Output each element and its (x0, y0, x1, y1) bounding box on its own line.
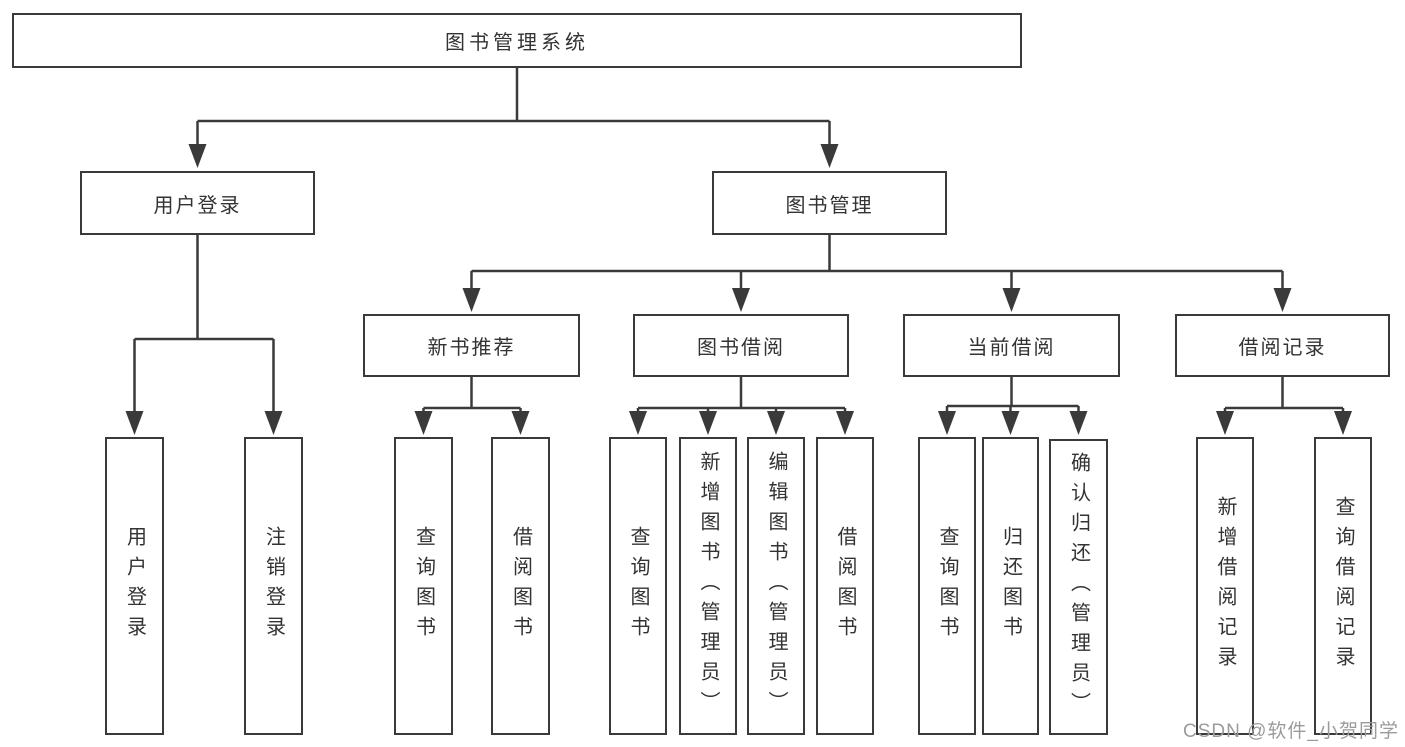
node-label: 图书管理 (785, 194, 874, 217)
connector-bookborrow-to-leaves (629, 377, 854, 435)
node-user-login: 用户登录 (80, 171, 315, 235)
connector-currentborrow-to-leaves (938, 377, 1088, 435)
node-label: 图书借阅 (697, 337, 785, 359)
leaf-add-borrow-record: 新增借阅记录 (1196, 437, 1254, 735)
node-label: 用户登录 (123, 526, 146, 646)
leaf-query-borrow-record: 查询借阅记录 (1314, 437, 1372, 735)
node-book-management: 图书管理 (712, 171, 947, 235)
node-label: 查询图书 (627, 526, 649, 646)
node-book-borrow: 图书借阅 (633, 314, 849, 377)
node-label: 图书管理系统 (445, 32, 589, 54)
leaf-borrow-books-1: 借阅图书 (491, 437, 550, 735)
leaf-add-books-admin: 新增图书（管理员） (679, 437, 737, 735)
leaf-logout: 注销登录 (244, 437, 303, 735)
leaf-return-books: 归还图书 (982, 437, 1039, 735)
node-label: 借阅图书 (834, 526, 856, 646)
leaf-confirm-return-admin: 确认归还（管理员） (1049, 439, 1108, 735)
connector-root-to-level2 (188, 68, 839, 168)
node-label: 借阅图书 (509, 526, 532, 646)
leaf-borrow-books-2: 借阅图书 (816, 437, 874, 735)
node-label: 查询图书 (412, 526, 435, 646)
node-label: 查询图书 (936, 526, 958, 646)
node-label: 当前借阅 (967, 337, 1056, 359)
leaf-query-books-3: 查询图书 (918, 437, 976, 735)
leaf-query-books-2: 查询图书 (609, 437, 667, 735)
connector-borrowrecords-to-leaves (1216, 377, 1352, 435)
connector-userlogin-to-leaves (125, 235, 283, 435)
node-label: 新书推荐 (427, 337, 516, 359)
connector-newbook-to-leaves (414, 377, 530, 435)
node-label: 借阅记录 (1238, 337, 1327, 359)
node-borrow-records: 借阅记录 (1175, 314, 1390, 377)
node-label: 归还图书 (999, 526, 1022, 646)
node-current-borrow: 当前借阅 (903, 314, 1120, 377)
node-label: 编辑图书（管理员） (765, 451, 787, 721)
node-label: 确认归还（管理员） (1067, 452, 1090, 722)
node-label: 新增图书（管理员） (697, 451, 719, 721)
leaf-edit-books-admin: 编辑图书（管理员） (747, 437, 805, 735)
node-root: 图书管理系统 (12, 13, 1022, 68)
leaf-user-login: 用户登录 (105, 437, 164, 735)
node-label: 查询借阅记录 (1332, 496, 1354, 676)
node-label: 用户登录 (153, 194, 242, 217)
leaf-query-books-1: 查询图书 (394, 437, 453, 735)
connector-bookmgmt-to-level3 (462, 235, 1292, 312)
node-label: 注销登录 (262, 526, 285, 646)
node-new-book-recommend: 新书推荐 (363, 314, 580, 377)
node-label: 新增借阅记录 (1214, 496, 1236, 676)
